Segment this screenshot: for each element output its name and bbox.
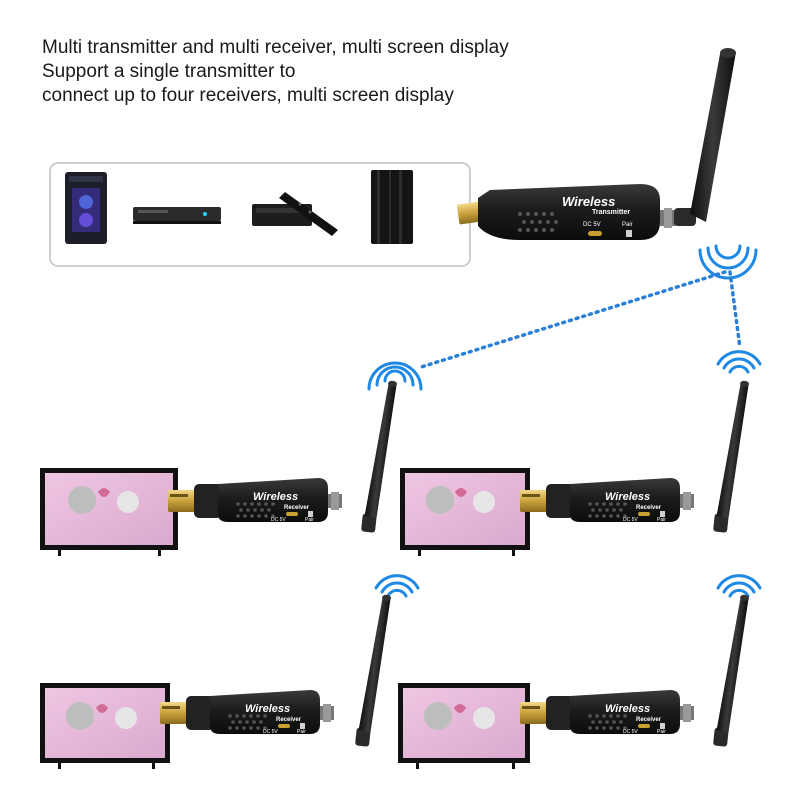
receiver-3-port-label: DC 5V xyxy=(263,729,278,735)
transmitter-dongle: Wireless Transmitter DC 5V Pair xyxy=(456,48,736,240)
transmitter-port-label: DC 5V xyxy=(583,222,601,228)
caption-line-3: connect up to four receivers, multi scre… xyxy=(42,85,454,106)
receiver-3-brand: Wireless xyxy=(245,703,290,715)
caption-line-1: Multi transmitter and multi receiver, mu… xyxy=(42,37,509,58)
receiver-3-pair-label: Pair xyxy=(297,729,306,735)
transmitter-brand: Wireless xyxy=(562,194,615,209)
tv-screen-3 xyxy=(40,683,170,769)
caption-line-2: Support a single transmitter to xyxy=(42,61,296,82)
caption: Multi transmitter and multi receiver, mu… xyxy=(42,36,509,108)
tv-screen-2 xyxy=(400,468,530,556)
receiver-unit-4: Wireless Receiver DC 5V Pair xyxy=(398,593,750,769)
receiver-unit-2: Wireless Receiver DC 5V Pair xyxy=(400,379,750,556)
receiver-3-model: Receiver xyxy=(276,717,302,723)
game-console-icon xyxy=(371,170,413,244)
receiver-2-port-label: DC 5V xyxy=(623,517,638,523)
receiver-2-model: Receiver xyxy=(636,505,662,511)
receiver-unit-1: Wireless Receiver DC 5V Pair xyxy=(40,379,398,556)
receiver-signal-icon-4 xyxy=(716,574,762,598)
transmitter-model: Transmitter xyxy=(592,209,630,216)
receiver-1-port-label: DC 5V xyxy=(271,517,286,523)
receiver-1-model: Receiver xyxy=(284,505,310,511)
receiver-4-brand: Wireless xyxy=(605,703,650,715)
receiver-2-pair-label: Pair xyxy=(657,517,666,523)
receiver-4-model: Receiver xyxy=(636,717,662,723)
receiver-1-pair-label: Pair xyxy=(305,517,314,523)
receiver-signal-icon-3 xyxy=(374,574,420,598)
wireless-link-lines xyxy=(416,270,742,370)
pc-tower-icon xyxy=(65,172,107,244)
set-top-box-icon xyxy=(252,192,338,236)
receiver-2-brand: Wireless xyxy=(605,491,650,503)
receiver-4-port-label: DC 5V xyxy=(623,729,638,735)
receiver-1-brand: Wireless xyxy=(253,491,298,503)
receiver-unit-3: Wireless Receiver DC 5V Pair xyxy=(40,593,392,769)
dvd-player-icon xyxy=(133,207,221,224)
source-devices-panel xyxy=(49,162,471,267)
receiver-signal-icon-1 xyxy=(367,361,423,391)
transmitter-antenna xyxy=(674,48,736,226)
tv-screen-4 xyxy=(398,683,530,769)
receiver-signal-icon-2 xyxy=(716,350,762,374)
transmitter-pair-label: Pair xyxy=(622,222,633,228)
transmitter-signal-icon xyxy=(698,244,758,280)
receiver-4-pair-label: Pair xyxy=(657,729,666,735)
tv-screen-1 xyxy=(40,468,178,556)
